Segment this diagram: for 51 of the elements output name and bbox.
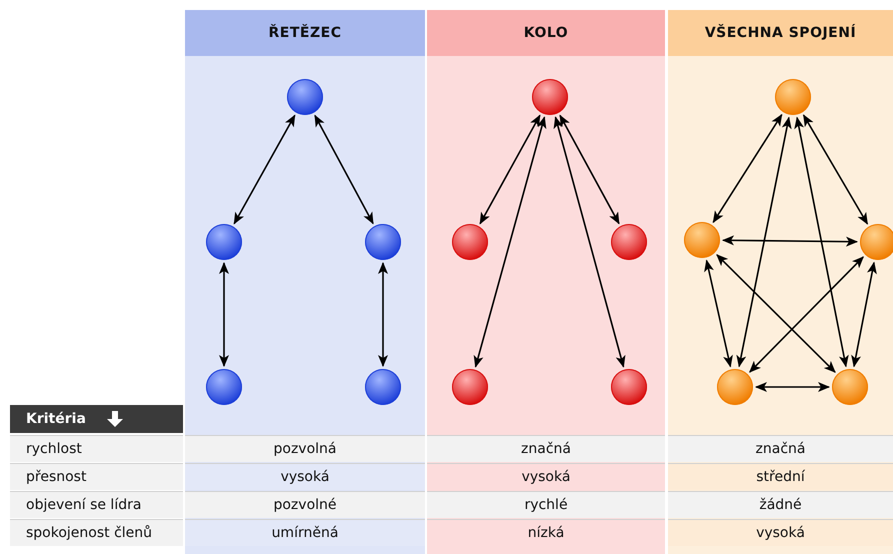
double-arrow	[736, 116, 792, 368]
table-cell: žádné	[668, 491, 893, 518]
double-arrow	[802, 114, 868, 225]
row-label: přesnost	[10, 463, 183, 490]
header-text: Kritéria	[26, 411, 86, 427]
circle-node	[365, 369, 401, 405]
circle-node	[452, 224, 488, 260]
double-arrow	[851, 262, 877, 368]
column-heading: VŠECHNA SPOJENÍ	[668, 10, 893, 56]
circle-node	[206, 224, 242, 260]
circle-node	[832, 369, 868, 405]
double-arrow	[378, 262, 388, 367]
double-arrow	[559, 114, 620, 224]
double-arrow	[712, 114, 782, 224]
circle-node	[206, 369, 242, 405]
circle-node	[717, 369, 753, 405]
circle-node	[532, 79, 568, 115]
table-cell: značná	[668, 435, 893, 462]
table-cell: umírněná	[185, 519, 425, 546]
double-arrow	[704, 260, 733, 368]
double-arrow	[314, 114, 374, 224]
row-label: rychlost	[10, 435, 183, 462]
double-arrow	[716, 254, 836, 373]
table-cell: střední	[668, 463, 893, 490]
double-arrow	[554, 116, 626, 368]
row-label: objevení se lídra	[10, 491, 183, 518]
circle-node	[860, 224, 893, 260]
table-cell: pozvolná	[185, 435, 425, 462]
double-arrow	[755, 382, 830, 392]
circle-node	[611, 224, 647, 260]
double-arrow	[219, 262, 229, 367]
double-arrow	[794, 116, 849, 368]
circle-node	[611, 369, 647, 405]
circle-node	[452, 369, 488, 405]
column-heading: KOLO	[427, 10, 665, 56]
table-cell: rychlé	[427, 491, 665, 518]
circle-node	[365, 224, 401, 260]
circle-node	[775, 79, 811, 115]
double-arrow	[722, 235, 858, 247]
column-heading: ŘETĚZEC	[185, 10, 425, 56]
circle-node	[684, 222, 720, 258]
double-arrow	[749, 256, 864, 373]
circle-node	[287, 79, 323, 115]
double-arrow	[234, 114, 296, 225]
table-cell: vysoká	[185, 463, 425, 490]
row-label: spokojenost členů	[10, 519, 183, 546]
table-cell: pozvolné	[185, 491, 425, 518]
double-arrow	[474, 116, 546, 368]
table-cell: vysoká	[668, 519, 893, 546]
double-arrow	[479, 114, 541, 224]
table-cell: značná	[427, 435, 665, 462]
